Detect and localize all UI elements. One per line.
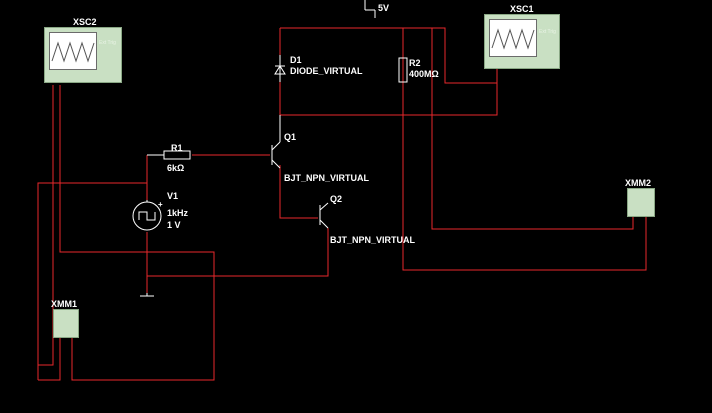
oscilloscope-screen bbox=[49, 32, 97, 70]
wire-q1-q2[interactable] bbox=[279, 165, 318, 219]
wire-q2-emit[interactable] bbox=[147, 228, 329, 277]
multimeter-xmm1[interactable] bbox=[53, 309, 79, 338]
q2-model: BJT_NPN_VIRTUAL bbox=[330, 235, 416, 245]
resistor-r1[interactable] bbox=[147, 150, 191, 160]
wire-d1-to-q1[interactable] bbox=[280, 68, 498, 116]
r1-ref: R1 bbox=[171, 143, 183, 153]
q2-ref: Q2 bbox=[330, 194, 343, 204]
resistor-r2[interactable] bbox=[398, 57, 408, 83]
oscilloscope-xsc2[interactable]: Ext Trig bbox=[44, 27, 122, 83]
xsc2-label: XSC2 bbox=[73, 17, 97, 27]
oscilloscope-screen bbox=[489, 19, 537, 57]
d1-ref: D1 bbox=[290, 55, 302, 65]
diode-d1[interactable] bbox=[274, 55, 286, 82]
wire-xsc2-probe[interactable] bbox=[38, 85, 54, 366]
wire-xsc2-a[interactable] bbox=[37, 182, 147, 380]
transistor-q2[interactable] bbox=[319, 202, 329, 229]
q1-ref: Q1 bbox=[284, 132, 297, 142]
multimeter-xmm2[interactable] bbox=[627, 188, 655, 217]
wires bbox=[37, 27, 647, 381]
r1-value: 6kΩ bbox=[167, 163, 185, 173]
wire-xsc2-b[interactable] bbox=[59, 85, 215, 381]
ext-trig-label: Ext Trig bbox=[539, 29, 556, 35]
wire-r2[interactable] bbox=[402, 28, 647, 271]
q1-model: BJT_NPN_VIRTUAL bbox=[284, 173, 370, 183]
v1-frequency: 1kHz bbox=[167, 208, 189, 218]
ground-symbol[interactable] bbox=[140, 293, 154, 297]
ext-trig-label: Ext Trig bbox=[99, 40, 116, 46]
v1-ref: V1 bbox=[167, 191, 179, 201]
waveform-icon bbox=[51, 41, 95, 63]
wire-xsc2-c[interactable] bbox=[38, 337, 61, 381]
supply-5v[interactable] bbox=[364, 0, 376, 18]
oscilloscope-xsc1[interactable]: Ext Trig bbox=[484, 14, 560, 69]
d1-model: DIODE_VIRTUAL bbox=[290, 66, 363, 76]
r2-ref: R2 bbox=[409, 58, 421, 68]
xsc1-label: XSC1 bbox=[510, 4, 534, 14]
xmm1-label: XMM1 bbox=[51, 299, 78, 309]
supply-value: 5V bbox=[378, 3, 390, 13]
xmm2-label: XMM2 bbox=[625, 178, 652, 188]
r2-value: 400MΩ bbox=[409, 69, 439, 79]
waveform-icon bbox=[491, 28, 535, 50]
source-v1[interactable] bbox=[132, 200, 162, 231]
transistor-q1[interactable] bbox=[271, 115, 281, 169]
v1-amplitude: 1 V bbox=[167, 220, 181, 230]
wire-xmm2[interactable] bbox=[431, 28, 634, 230]
v1-polarity: + bbox=[158, 200, 163, 209]
